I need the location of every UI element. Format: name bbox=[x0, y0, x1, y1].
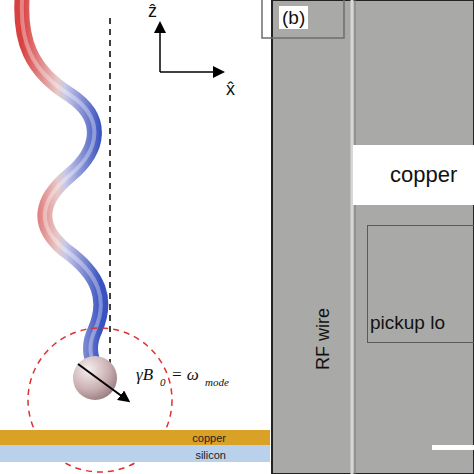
wire-label: RF wire bbox=[314, 308, 332, 370]
x-axis-arrow bbox=[160, 71, 222, 73]
axis-label: ẑ bbox=[148, 2, 157, 20]
device-pad: pickup lo bbox=[367, 225, 474, 343]
moment-arrow bbox=[78, 364, 127, 400]
trace-outline bbox=[262, 0, 344, 38]
rf-wire bbox=[351, 0, 354, 474]
resonance-label: = ω bbox=[171, 366, 199, 383]
spin-wave-helix bbox=[22, 0, 101, 368]
node-label: pickup lo bbox=[370, 312, 474, 334]
panel-a bbox=[0, 0, 270, 474]
rf-wire-edge bbox=[355, 0, 356, 474]
scale-bar bbox=[432, 445, 474, 450]
device-pad: copper bbox=[353, 145, 474, 205]
node-label: copper bbox=[390, 162, 474, 188]
subscript: mode bbox=[205, 377, 229, 388]
layer-band: copper bbox=[0, 430, 270, 445]
micrograph bbox=[272, 0, 474, 474]
magnetic-particle bbox=[73, 356, 117, 400]
node-label: copper bbox=[0, 432, 226, 444]
layer-band: silicon bbox=[0, 445, 270, 462]
subscript: 0 bbox=[160, 377, 166, 388]
axis-label: x̂ bbox=[226, 80, 235, 98]
helix-highlight bbox=[22, 0, 101, 368]
dashed-axis bbox=[109, 18, 111, 385]
panel-letter: (b) bbox=[279, 6, 308, 29]
z-axis-arrow bbox=[159, 24, 161, 72]
resonance-label: γB bbox=[136, 366, 153, 383]
node-label: silicon bbox=[0, 449, 226, 461]
